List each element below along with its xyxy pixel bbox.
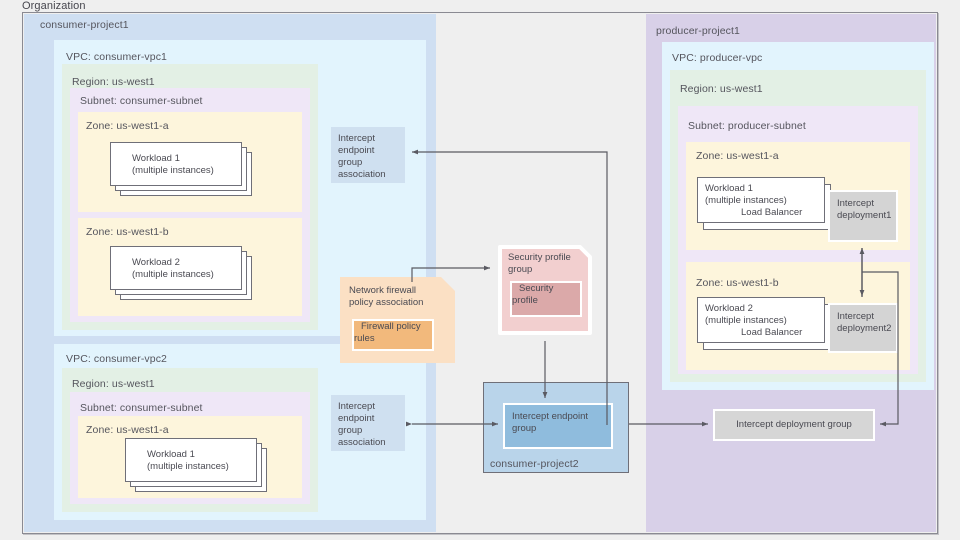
consumer-vpc2-subnet-title: Subnet: consumer-subnet [80,402,203,414]
intercept-deployment2[interactable]: Intercept deployment2 [828,303,898,353]
workload-card-front [697,177,825,223]
security-profile-label: Security profile [512,283,554,306]
consumer-vpc1-title: VPC: consumer-vpc1 [66,51,168,63]
security-profile-chip[interactable]: Security profile [510,281,582,317]
firewall-policy-rules-chip[interactable]: Firewall policy rules [352,319,434,351]
consumer-vpc2-region-title: Region: us-west1 [72,378,155,390]
network-firewall-policy-association[interactable]: Network firewall policy association Fire… [340,277,455,363]
consumer-vpc1-workload1-label: Workload 1 (multiple instances) [132,153,214,176]
intercept-endpoint-group-association-bottom-label: Intercept endpoint group association [338,401,386,448]
consumer-vpc2-title: VPC: consumer-vpc2 [66,353,168,365]
intercept-deployment-group-label: Intercept deployment group [736,419,852,430]
consumer-vpc1-workload2-stack: Workload 2 (multiple instances) [110,246,260,306]
intercept-deployment2-label: Intercept deployment2 [837,311,892,334]
intercept-endpoint-group-association-top[interactable]: Intercept endpoint group association [331,127,405,183]
workload-card-front [125,438,257,482]
intercept-endpoint-group-label: Intercept endpoint group [512,411,589,434]
consumer-vpc1-subnet-title: Subnet: consumer-subnet [80,95,203,107]
intercept-deployment-group[interactable]: Intercept deployment group [713,409,875,441]
intercept-endpoint-group[interactable]: Intercept endpoint group [503,403,613,449]
firewall-policy-rules-label: Firewall policy rules [354,321,421,344]
network-firewall-policy-association-label: Network firewall policy association [349,285,424,308]
producer-workload2-label: Workload 2 (multiple instances) [705,303,787,326]
producer-subnet-title: Subnet: producer-subnet [688,120,806,132]
consumer-vpc1-region-title: Region: us-west1 [72,76,155,88]
producer-workload2-stack: Workload 2 (multiple instances) Load Bal… [697,297,837,357]
producer-project1-title: producer-project1 [656,25,740,37]
producer-workload2-load-balancer-label: Load Balancer [741,327,803,338]
producer-workload1-label: Workload 1 (multiple instances) [705,183,787,206]
consumer-vpc2-workload1-label: Workload 1 (multiple instances) [147,449,229,472]
consumer-vpc1-workload1-stack: Workload 1 (multiple instances) [110,142,260,202]
consumer-vpc1-workload2-label: Workload 2 (multiple instances) [132,257,214,280]
consumer-vpc2-workload1-stack: Workload 1 (multiple instances) [125,438,275,498]
intercept-deployment1-label: Intercept deployment1 [837,198,892,221]
producer-vpc-title: VPC: producer-vpc [672,52,763,64]
consumer-vpc2-zone-a-title: Zone: us-west1-a [86,424,169,436]
consumer-project2-title: consumer-project2 [490,458,579,470]
producer-region-title: Region: us-west1 [680,83,763,95]
organization-label: Organization [22,0,86,12]
consumer-vpc1-zone-b-title: Zone: us-west1-b [86,226,169,238]
workload-card-front [110,246,242,290]
intercept-endpoint-group-association-bottom[interactable]: Intercept endpoint group association [331,395,405,451]
workload-card-front [697,297,825,343]
producer-workload1-load-balancer-label: Load Balancer [741,207,803,218]
consumer-vpc1-zone-a-title: Zone: us-west1-a [86,120,169,132]
consumer-project1-title: consumer-project1 [40,19,129,31]
security-profile-group[interactable]: Security profile group Security profile [496,243,594,337]
producer-zone-b-title: Zone: us-west1-b [696,277,779,289]
workload-card-front [110,142,242,186]
producer-zone-a-title: Zone: us-west1-a [696,150,779,162]
security-profile-group-label: Security profile group [508,252,571,275]
producer-workload1-stack: Workload 1 (multiple instances) Load Bal… [697,177,837,237]
intercept-deployment1[interactable]: Intercept deployment1 [828,190,898,242]
intercept-endpoint-group-association-top-label: Intercept endpoint group association [338,133,386,180]
